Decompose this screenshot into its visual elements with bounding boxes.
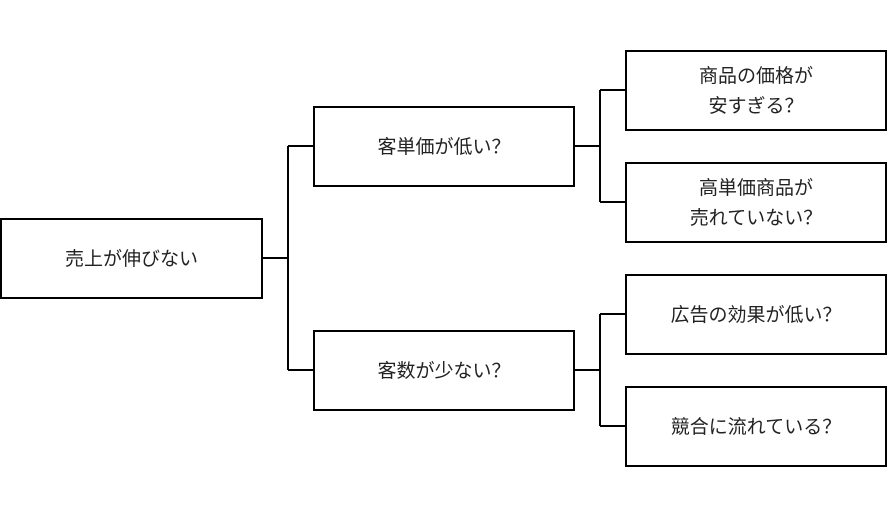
leaf-ads-ineffective-line1: 広告の効果が低い？ [670,303,842,326]
connector-root-to-level1 [262,145,314,371]
leaf-ads-ineffective: 広告の効果が低い？ [625,274,887,355]
leaf-premium-not-selling: 高単価商品が 売れていない？ [625,162,887,243]
leaf-losing-to-competitors: 競合に流れている？ [625,386,887,467]
node-few-customers-label: 客数が少ない？ [377,359,511,382]
leaf-premium-not-selling-line2: 売れていない？ [689,206,823,229]
leaf-price-too-low: 商品の価格が 安すぎる？ [625,50,887,131]
leaf-price-too-low-line2: 安すぎる？ [708,94,804,117]
connector-unit-price-branch [574,89,626,203]
leaf-premium-not-selling-line1: 高単価商品が [698,176,813,199]
node-few-customers: 客数が少ない？ [313,330,575,411]
node-low-unit-price: 客単価が低い？ [313,106,575,187]
root-node-label: 売上が伸びない [64,247,198,270]
connector-customer-count-branch [574,313,626,427]
leaf-losing-to-competitors-line1: 競合に流れている？ [670,415,842,438]
node-low-unit-price-label: 客単価が低い？ [377,135,511,158]
root-node: 売上が伸びない [0,218,263,299]
leaf-price-too-low-line1: 商品の価格が [698,64,813,87]
